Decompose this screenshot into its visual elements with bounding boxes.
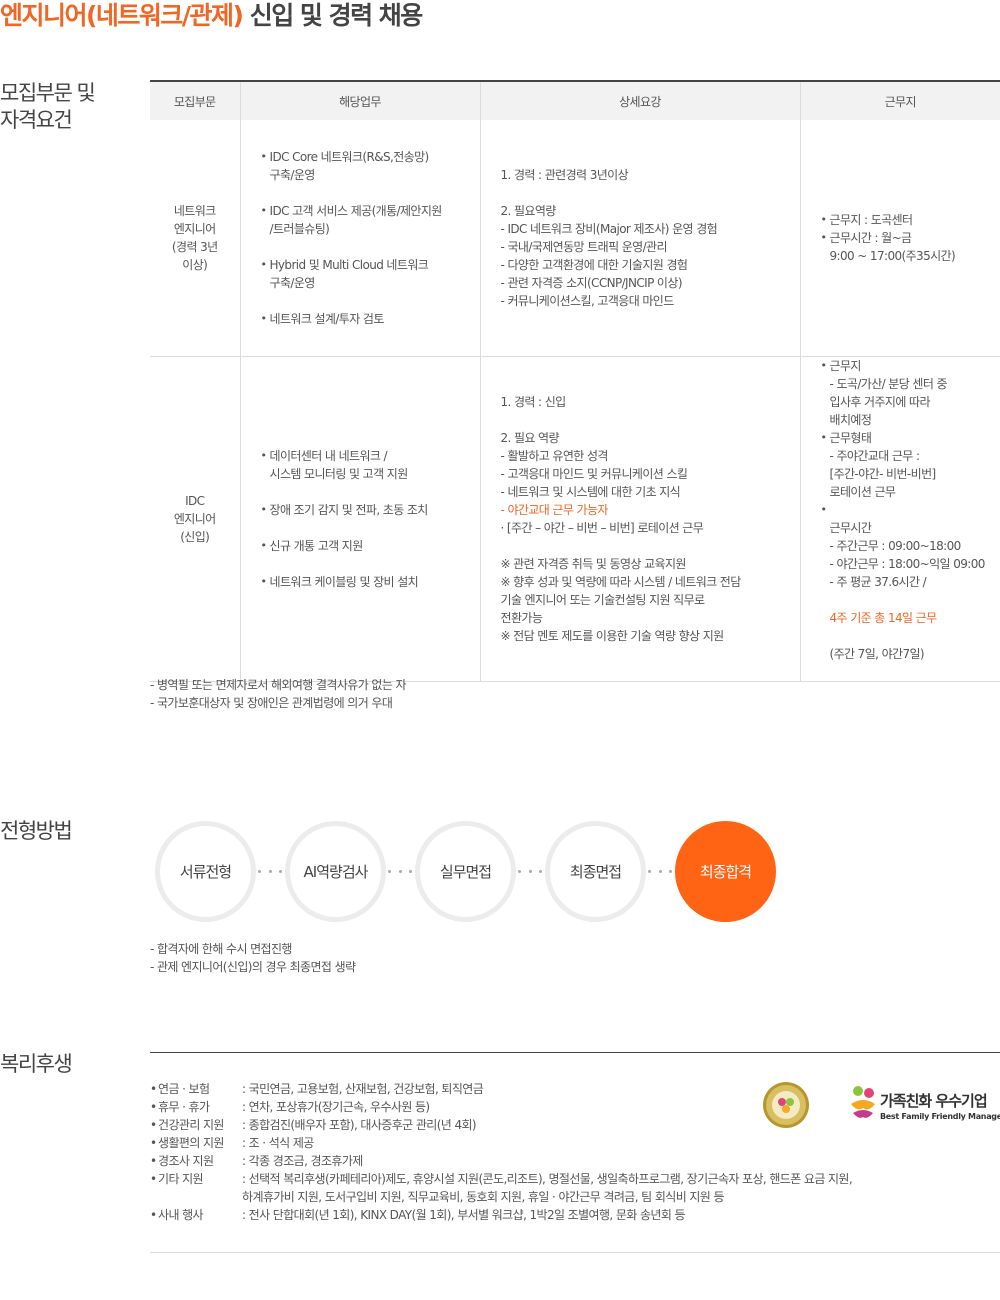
welfare-key: 생활편의 지원 <box>150 1134 242 1152</box>
duties-cell: IDC Core 네트워크(R&S,전송망) 구축/운영 IDC 고객 서비스 … <box>240 120 481 357</box>
page-title: 엔지니어(네트워크/관제) 신입 및 경력 채용 <box>0 0 424 34</box>
welfare-value: : 조 · 석식 제공 <box>242 1136 314 1150</box>
welfare-key: 휴무 · 휴가 <box>150 1098 242 1116</box>
recruit-table: 모집부문 해당업무 상세요강 근무지 네트워크 엔지니어 (경력 3년 이상) … <box>150 80 1000 682</box>
step-connector <box>258 868 282 874</box>
step-final-interview: 최종면접 <box>545 821 646 922</box>
details-competency: 2. 필요역량 - IDC 네트워크 장비(Major 제조사) 운영 경험 -… <box>500 203 718 308</box>
list-item: 근무형태 - 주야간교대 근무 : [주간-야간- 비번-비번] 로테이션 근무 <box>821 429 995 501</box>
welfare-key: 사내 행사 <box>150 1206 242 1224</box>
welfare-top-divider <box>150 1052 1000 1053</box>
welfare-key: 경조사 지원 <box>150 1152 242 1170</box>
step-final-pass: 최종합격 <box>675 821 776 922</box>
process-note: - 합격자에 한해 수시 면접진행 <box>150 942 292 956</box>
work-days-breakdown: (주간 7일, 야간7일) <box>829 646 925 661</box>
family-friendly-logo-icon <box>851 1086 875 1118</box>
welfare-value: : 전사 단합대회(년 1회), KINX DAY(월 1회), 부서별 워크샵… <box>242 1208 686 1222</box>
welfare-value: : 선택적 복리후생(카페테리아)제도, 휴양시설 지원(콘도,리조트), 명절… <box>242 1172 853 1204</box>
duties-list: IDC Core 네트워크(R&S,전송망) 구축/운영 IDC 고객 서비스 … <box>261 148 462 328</box>
page-title-rest: 신입 및 경력 채용 <box>242 1 424 30</box>
table-row: IDC 엔지니어 (신입) 데이터센터 내 네트워크 / 시스템 모니터링 및 … <box>150 356 1000 682</box>
duties-cell: 데이터센터 내 네트워크 / 시스템 모니터링 및 고객 지원 장애 조기 감지… <box>240 356 481 682</box>
family-friendly-badge-text: 가족친화 우수기업 Best Family Friendly Managemen… <box>880 1092 1000 1122</box>
step-connector <box>648 868 672 874</box>
details-competency: 2. 필요 역량 - 활발하고 유연한 성격 - 고객응대 마인드 및 커뮤니케… <box>500 430 688 499</box>
list-item: 생활편의 지원: 조 · 석식 제공 <box>150 1134 852 1152</box>
work-hours-text: 근무시간 - 주간근무 : 09:00~18:00 - 야간근무 : 18:00… <box>829 520 986 589</box>
list-item: 근무지 - 도곡/가산/ 분당 센터 중 입사후 거주지에 따라 배치예정 <box>821 357 995 429</box>
list-item: IDC Core 네트워크(R&S,전송망) 구축/운영 <box>261 148 462 184</box>
step-practical-interview: 실무면접 <box>415 821 516 922</box>
table-header-details: 상세요강 <box>480 80 801 120</box>
list-item: 근무시간 : 월~금 9:00 ~ 17:00(주35시간) <box>821 229 983 265</box>
location-list: 근무지 : 도곡센터 근무시간 : 월~금 9:00 ~ 17:00(주35시간… <box>821 211 983 265</box>
welfare-value: : 각종 경조금, 경조휴가제 <box>242 1154 363 1168</box>
details-support-notes: ※ 관련 자격증 취득 및 동영상 교육지원 ※ 향후 성과 및 역량에 따라 … <box>500 556 742 643</box>
list-item: 신규 개통 고객 지원 <box>261 537 462 555</box>
dept-idc-engineer: IDC 엔지니어 (신입) <box>173 493 216 544</box>
list-item: 네트워크 설계/투자 검토 <box>261 310 462 328</box>
list-item: 근무지 : 도곡센터 <box>821 211 983 229</box>
list-item: 장애 조기 감지 및 전파, 초동 조치 <box>261 501 462 519</box>
list-item: 건강관리 지원: 종합검진(배우자 포함), 대사증후군 관리(년 4회) <box>150 1116 852 1134</box>
step-connector <box>388 868 412 874</box>
list-item: 경조사 지원: 각종 경조금, 경조휴가제 <box>150 1152 852 1170</box>
work-days-highlight: 4주 기준 총 14일 근무 <box>829 610 938 625</box>
list-item: 데이터센터 내 네트워크 / 시스템 모니터링 및 고객 지원 <box>261 447 462 483</box>
section-label-process: 전형방법 <box>0 819 73 843</box>
list-item: 기타 지원: 선택적 복리후생(카페테리아)제도, 휴양시설 지원(콘도,리조트… <box>150 1170 853 1206</box>
badge-title-korean: 가족친화 우수기업 <box>880 1092 988 1110</box>
details-cell: 1. 경력 : 신입 2. 필요 역량 - 활발하고 유연한 성격 - 고객응대… <box>480 356 801 682</box>
page-title-accent: 엔지니어(네트워크/관제) <box>0 1 244 30</box>
details-career: 1. 경력 : 관련경력 3년이상 <box>500 167 629 182</box>
details-night-shift-highlight: - 야간교대 근무 가능자 <box>500 502 609 517</box>
welfare-value: : 연차, 포상휴가(장기근속, 우수사원 등) <box>242 1100 430 1114</box>
list-item: Hybrid 및 Multi Cloud 네트워크 구축/운영 <box>261 256 462 292</box>
welfare-key: 기타 지원 <box>150 1170 242 1206</box>
step-document-screening: 서류전형 <box>155 821 256 922</box>
recruit-note: - 병역필 또는 면제자로서 해외여행 결격사유가 없는 자 <box>150 678 407 692</box>
table-header-dept: 모집부문 <box>150 80 241 120</box>
duties-list: 데이터센터 내 네트워크 / 시스템 모니터링 및 고객 지원 장애 조기 감지… <box>261 447 462 591</box>
list-item: 네트워크 케이블링 및 장비 설치 <box>261 573 462 591</box>
list-item: 사내 행사: 전사 단합대회(년 1회), KINX DAY(월 1회), 부서… <box>150 1206 852 1224</box>
details-cell: 1. 경력 : 관련경력 3년이상 2. 필요역량 - IDC 네트워크 장비(… <box>480 120 801 357</box>
step-connector <box>518 868 542 874</box>
table-header-row: 모집부문 해당업무 상세요강 근무지 <box>150 80 1000 120</box>
badge-title-english: Best Family Friendly Management <box>880 1112 1000 1121</box>
list-item: IDC 고객 서비스 제공(개통/제안지원 /트러블슈팅) <box>261 202 462 238</box>
location-cell: 근무지 : 도곡센터 근무시간 : 월~금 9:00 ~ 17:00(주35시간… <box>800 120 1000 357</box>
table-header-duties: 해당업무 <box>240 80 481 120</box>
welfare-key: 연금 · 보험 <box>150 1080 242 1098</box>
section-label-welfare: 복리후생 <box>0 1052 73 1076</box>
dept-cell: 네트워크 엔지니어 (경력 3년 이상) <box>150 120 241 357</box>
dept-cell: IDC 엔지니어 (신입) <box>150 356 241 682</box>
process-note: - 관제 엔지니어(신입)의 경우 최종면접 생략 <box>150 960 356 974</box>
section-label-recruit: 모집부문 및 자격요건 <box>0 81 96 132</box>
details-rotation: · [주간 – 야간 – 비번 – 비번] 로테이션 근무 <box>500 520 704 535</box>
details-career: 1. 경력 : 신입 <box>500 394 567 409</box>
table-header-location: 근무지 <box>800 80 1000 120</box>
list-item: 근무시간 - 주간근무 : 09:00~18:00 - 야간근무 : 18:00… <box>821 501 995 681</box>
welfare-value: : 종합검진(배우자 포함), 대사증후군 관리(년 4회) <box>242 1118 477 1132</box>
recruit-notes: - 병역필 또는 면제자로서 해외여행 결격사유가 없는 자 - 국가보훈대상자… <box>150 676 407 712</box>
welfare-list: 연금 · 보험: 국민연금, 고용보험, 산재보험, 건강보험, 퇴직연금 휴무… <box>150 1080 853 1224</box>
welfare-bottom-divider <box>150 1252 1000 1253</box>
location-list: 근무지 - 도곡/가산/ 분당 센터 중 입사후 거주지에 따라 배치예정 근무… <box>821 357 995 681</box>
recruit-note: - 국가보훈대상자 및 장애인은 관계법령에 의거 우대 <box>150 696 393 710</box>
list-item: 연금 · 보험: 국민연금, 고용보험, 산재보험, 건강보험, 퇴직연금 <box>150 1080 852 1098</box>
dept-network-engineer: 네트워크 엔지니어 (경력 3년 이상) <box>171 203 218 272</box>
table-row: 네트워크 엔지니어 (경력 3년 이상) IDC Core 네트워크(R&S,전… <box>150 120 1000 357</box>
location-cell: 근무지 - 도곡/가산/ 분당 센터 중 입사후 거주지에 따라 배치예정 근무… <box>800 356 1000 682</box>
list-item: 휴무 · 휴가: 연차, 포상휴가(장기근속, 우수사원 등) <box>150 1098 852 1116</box>
welfare-value: : 국민연금, 고용보험, 산재보험, 건강보험, 퇴직연금 <box>242 1082 484 1096</box>
step-ai-assessment: AI역량검사 <box>285 821 386 922</box>
process-notes: - 합격자에 한해 수시 면접진행 - 관제 엔지니어(신입)의 경우 최종면접… <box>150 940 356 976</box>
welfare-key: 건강관리 지원 <box>150 1116 242 1134</box>
family-friendly-seal-icon <box>763 1082 809 1128</box>
